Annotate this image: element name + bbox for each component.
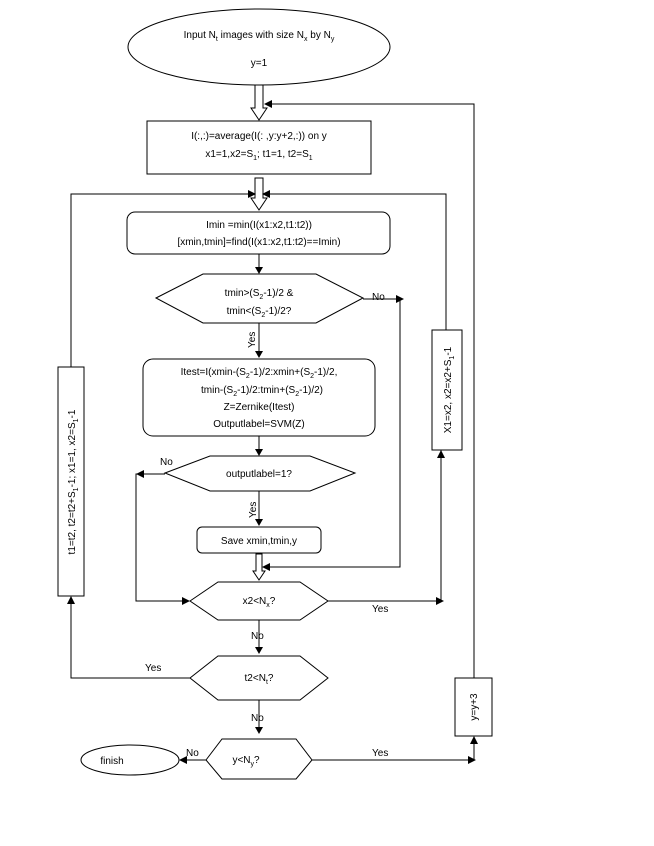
arrowhead: [255, 727, 263, 734]
edge-yupdate-loop: [270, 103, 475, 678]
edge-xupdate-loop: [268, 193, 447, 330]
label-y-no: No: [186, 748, 199, 759]
y-update-text: y=y+3: [469, 693, 480, 721]
output-check-node: outputlabel=1?: [163, 455, 357, 492]
itest-line1: Itest=I(xmin-(S2-1)/2:xmin+(S2-1)/2,: [181, 367, 338, 380]
finish-node: finish: [80, 744, 180, 776]
hollow-arrow-2: [250, 177, 268, 211]
x2-check-text: x2<Nx?: [243, 596, 276, 609]
average-line2: x1=1,x2=S1; t1=1, t2=S1: [205, 149, 312, 162]
imin-line1: Imin =min(I(x1:x2,t1:t2)): [206, 220, 312, 231]
output-check-text: outputlabel=1?: [226, 469, 292, 480]
itest-line4: Outputlabel=SVM(Z): [213, 419, 304, 430]
arrowhead: [248, 190, 256, 198]
start-line1: Input Nt images with size Nx by Ny: [184, 30, 335, 43]
label-y-yes: Yes: [372, 748, 388, 759]
arrowhead: [437, 450, 445, 458]
imin-line2: [xmin,tmin]=find(I(x1:x2,t1:t2)==Imin): [177, 237, 340, 248]
label-tmin-no: No: [372, 292, 385, 303]
x-update-text: X1=x2, x2=x2+S1-1: [443, 346, 456, 433]
arrowhead: [255, 267, 263, 274]
arrowhead: [262, 563, 270, 571]
label-t2-no: No: [251, 713, 264, 724]
label-output-no: No: [160, 457, 173, 468]
y-check-node: y<Ny?: [205, 738, 313, 780]
hollow-arrow-3: [252, 553, 266, 581]
y-update-node: y=y+3: [454, 677, 493, 737]
edge-t2-yes: [70, 602, 190, 679]
arrowhead: [468, 756, 476, 764]
y-check-text: y<Ny?: [232, 755, 260, 768]
arrowhead: [255, 519, 263, 526]
arrowhead: [255, 449, 263, 456]
arrowhead: [396, 295, 404, 303]
average-line1: I(:,:)=average(I(: ,y:y+2,:)) on y: [191, 131, 327, 142]
label-x2-yes: Yes: [372, 604, 388, 615]
imin-node: Imin =min(I(x1:x2,t1:t2)) [xmin,tmin]=fi…: [126, 211, 391, 255]
start-node: Input Nt images with size Nx by Ny y=1: [127, 8, 391, 86]
arrowhead: [136, 470, 144, 478]
arrowhead: [255, 647, 263, 654]
arrowhead: [255, 351, 263, 358]
tmin-check-line2: tmin<(S2-1)/2?: [227, 306, 292, 319]
start-line2: y=1: [251, 58, 268, 69]
t2-check-text: t2<Nt?: [245, 673, 274, 686]
itest-line2: tmin-(S2-1)/2:tmin+(S2-1)/2): [201, 385, 323, 398]
arrowhead: [470, 736, 478, 744]
t-update-text: t1=t2, t2=t2+S1-1; x1=1, x2=S1-1: [67, 409, 80, 554]
edge-tupdate-loop: [70, 193, 250, 367]
save-text: Save xmin,tmin,y: [221, 536, 297, 547]
label-output-yes: Yes: [248, 502, 259, 518]
edge-tmin-no: [268, 298, 401, 568]
label-t2-yes: Yes: [145, 663, 161, 674]
arrowhead: [436, 597, 444, 605]
itest-node: Itest=I(xmin-(S2-1)/2:xmin+(S2-1)/2, tmi…: [142, 358, 376, 437]
arrowhead: [182, 597, 190, 605]
t-update-node: t1=t2, t2=t2+S1-1; x1=1, x2=S1-1: [57, 366, 85, 597]
finish-text: finish: [100, 756, 123, 767]
hollow-arrow-1: [250, 84, 268, 121]
save-node: Save xmin,tmin,y: [196, 526, 322, 554]
arrowhead: [67, 596, 75, 604]
x2-check-node: x2<Nx?: [189, 581, 329, 621]
t2-check-node: t2<Nt?: [189, 655, 329, 701]
x-update-node: X1=x2, x2=x2+S1-1: [431, 329, 463, 451]
arrowhead: [264, 100, 272, 108]
label-x2-no: No: [251, 631, 264, 642]
itest-line3: Z=Zernike(Itest): [224, 402, 295, 413]
arrowhead: [262, 190, 270, 198]
label-tmin-yes: Yes: [247, 332, 258, 348]
arrowhead: [179, 756, 187, 764]
tmin-check-node: tmin>(S2-1)/2 & tmin<(S2-1)/2?: [154, 273, 365, 324]
tmin-check-line1: tmin>(S2-1)/2 &: [225, 288, 294, 301]
edge-output-no: [135, 473, 184, 602]
average-node: I(:,:)=average(I(: ,y:y+2,:)) on y x1=1,…: [146, 120, 372, 175]
